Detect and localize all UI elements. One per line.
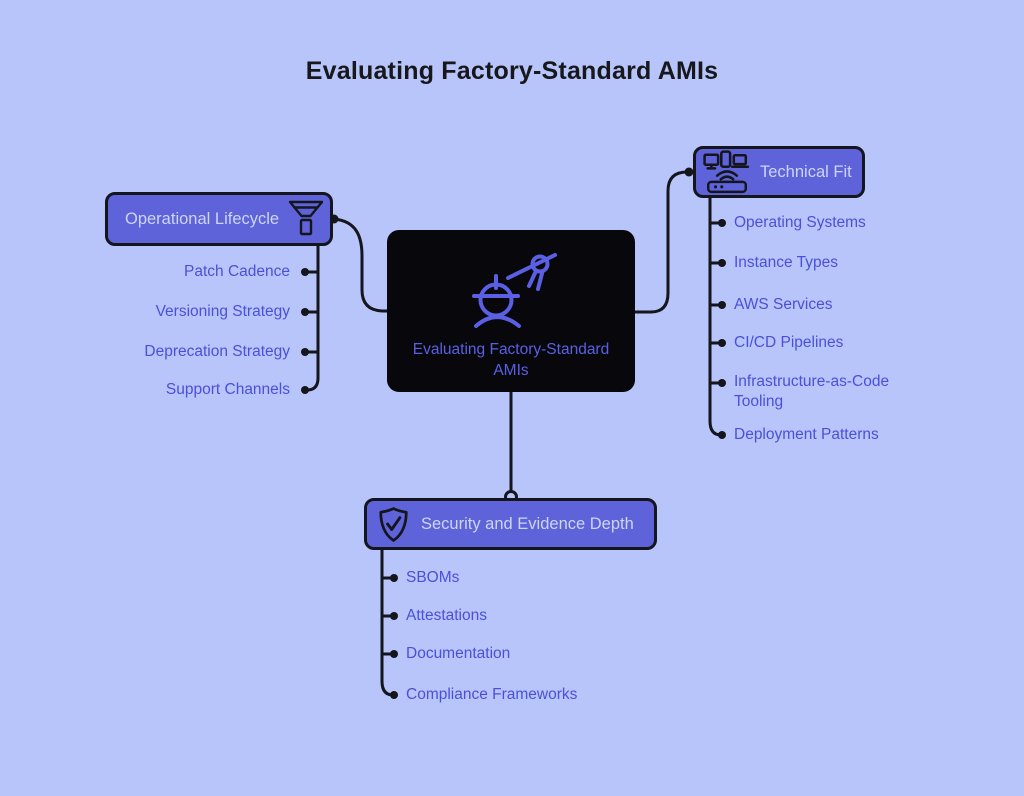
branch-security-label: Security and Evidence Depth	[421, 514, 634, 533]
item-cicd-pipelines[interactable]: CI/CD Pipelines	[734, 334, 844, 351]
engineer-compass-icon	[472, 253, 557, 328]
item-patch-cadence[interactable]: Patch Cadence	[184, 263, 290, 280]
connector-operational-tree	[301, 244, 320, 394]
funnel-icon	[288, 200, 324, 236]
connector-security-tree	[380, 548, 398, 699]
center-node-label: Evaluating Factory-Standard AMIs	[412, 341, 610, 379]
item-compliance-frameworks[interactable]: Compliance Frameworks	[406, 686, 578, 703]
item-operating-systems[interactable]: Operating Systems	[734, 214, 866, 231]
item-documentation[interactable]: Documentation	[406, 645, 511, 662]
connector-technical	[633, 167, 694, 314]
page-title: Evaluating Factory-Standard AMIs	[305, 57, 719, 85]
item-versioning-strategy[interactable]: Versioning Strategy	[155, 303, 290, 320]
item-attestations[interactable]: Attestations	[406, 607, 487, 624]
connector-operational	[329, 214, 392, 313]
item-aws-services[interactable]: AWS Services	[734, 296, 833, 313]
connector-security	[504, 390, 518, 504]
item-sboms[interactable]: SBOMs	[406, 569, 460, 586]
item-deployment-patterns[interactable]: Deployment Patterns	[734, 426, 879, 443]
branch-security-evidence[interactable]: Security and Evidence Depth	[364, 498, 657, 550]
item-instance-types[interactable]: Instance Types	[734, 254, 838, 271]
branch-operational-label: Operational Lifecycle	[125, 209, 280, 228]
devices-network-icon	[703, 150, 750, 194]
shield-check-icon	[379, 506, 408, 542]
connector-technical-tree	[708, 196, 726, 439]
branch-technical-label: Technical Fit	[760, 162, 852, 181]
center-node[interactable]: Evaluating Factory-Standard AMIs	[387, 230, 635, 392]
branch-technical-fit[interactable]: Technical Fit	[693, 146, 865, 198]
item-deprecation-strategy[interactable]: Deprecation Strategy	[144, 343, 290, 360]
item-iac-tooling[interactable]: Infrastructure-as-Code Tooling	[734, 373, 890, 410]
item-support-channels[interactable]: Support Channels	[165, 381, 290, 398]
branch-operational-lifecycle[interactable]: Operational Lifecycle	[105, 192, 333, 246]
